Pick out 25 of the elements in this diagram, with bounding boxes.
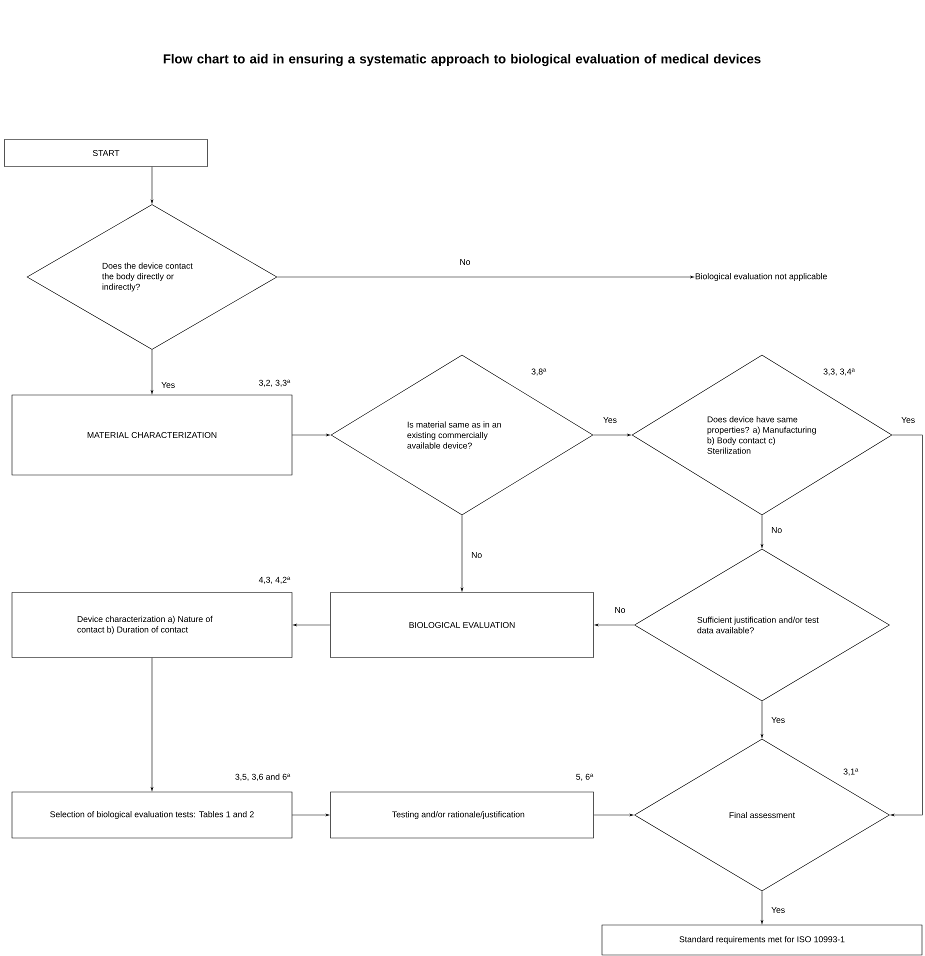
start-box: START [4, 139, 208, 167]
result-box: Standard requirements met for ISO 10993-1 [602, 924, 922, 956]
reference-number: 3,1$^{a}$ [844, 768, 858, 776]
process-box: BIOLOGICAL EVALUATION [330, 592, 594, 658]
reference-number: 3,3, 3,4$^{a}$ [824, 368, 855, 376]
edge-label: Yes [900, 416, 916, 424]
process-box: Selection of biological evaluation tests: Tables 1 and 2 [12, 792, 292, 838]
edge-label: Yes [770, 906, 786, 914]
end-text: Biological evaluation not applicable [696, 273, 827, 281]
edge-label: Yes [160, 381, 176, 389]
process-box: MATERIAL CHARACTERIZATION [12, 394, 292, 476]
reference-number: 5, 6$^{a}$ [576, 774, 594, 781]
reference-number: 4,3, 4,2$^{a}$ [258, 576, 290, 584]
reference-number: 3,8$^{a}$ [532, 368, 546, 376]
edge-label: No [614, 606, 626, 614]
process-box: Device characterization a) Nature of contact b) Duration of contact [12, 592, 292, 658]
process-box: Testing and/or rationale/justification [330, 792, 594, 838]
edge-label: No [470, 551, 484, 559]
edge-label: Yes [602, 416, 618, 424]
reference-number: 3,5, 3,6 and 6$^{a}$ [235, 774, 290, 781]
edge-label: No [770, 526, 784, 534]
title: Flow chart to aid in ensuring a systematic approach to biological evaluation of medical devices [164, 54, 761, 66]
edge-label: Yes [770, 716, 786, 724]
reference-number: 3,2, 3,3$^{a}$ [258, 380, 290, 387]
edge-label: No [458, 258, 472, 266]
